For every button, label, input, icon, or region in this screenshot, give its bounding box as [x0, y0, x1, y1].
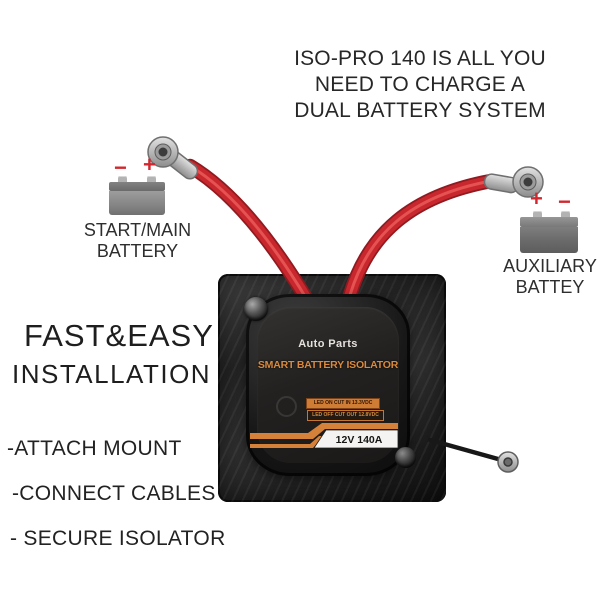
promo-title-line-1: FAST&EASY [24, 318, 214, 353]
isolator-spec-line-2: LED OFF CUT OUT 12.8VDC [307, 410, 384, 421]
left-battery-plus-sign: + [143, 152, 156, 177]
sense-wire [427, 437, 519, 473]
ring-terminal-right-icon [483, 166, 544, 198]
left-battery-label-line-2: BATTERY [96, 241, 179, 261]
rating-band [313, 429, 399, 449]
isolator-brand: Auto Parts [298, 338, 358, 350]
install-step: -ATTACH MOUNT [7, 437, 182, 460]
headline-line-3: DUAL BATTERY SYSTEM [294, 99, 546, 122]
right-battery-terminal [561, 211, 570, 218]
left-battery-label: START/MAIN BATTERY [70, 220, 205, 262]
screw-icon [395, 447, 416, 468]
headline-line-1: ISO-PRO 140 IS ALL YOU [294, 47, 546, 70]
screw-icon [244, 297, 268, 321]
left-battery-lid [109, 182, 165, 191]
right-battery-lid [520, 217, 578, 227]
install-step: - SECURE ISOLATOR [10, 527, 226, 550]
right-battery-plus-sign: + [530, 186, 543, 211]
left-battery-terminal [118, 176, 127, 183]
accent-stripes: 12V 140A [250, 423, 399, 449]
led-indicator-icon [276, 396, 297, 417]
promo-title-line-2: INSTALLATION [12, 359, 212, 389]
red-cable-right [342, 173, 499, 303]
right-battery-label-line-2: BATTEY [515, 277, 585, 297]
rating-text: 12V 140A [336, 434, 383, 446]
isolator-spec-line-1: LED ON CUT IN 13.3VDC [306, 398, 380, 409]
left-battery-body [109, 191, 165, 215]
right-battery-body [520, 227, 578, 253]
red-cable-left [182, 158, 314, 306]
install-step: -CONNECT CABLES [12, 482, 216, 505]
orange-stripe-thick [250, 423, 398, 439]
right-battery-label-line-1: AUXILIARY [503, 256, 597, 276]
right-battery-label: AUXILIARY BATTEY [495, 256, 600, 298]
ring-terminal-left-icon [147, 136, 199, 180]
isolator-product-name: SMART BATTERY ISOLATOR [257, 359, 399, 371]
left-battery-terminal [147, 176, 156, 183]
headline: ISO-PRO 140 IS ALL YOU NEED TO CHARGE A … [270, 46, 570, 124]
left-battery-minus-sign: − [114, 155, 127, 180]
right-battery-minus-sign: − [558, 189, 571, 214]
headline-line-2: NEED TO CHARGE A [314, 73, 526, 96]
left-battery-label-line-1: START/MAIN [83, 220, 192, 240]
isolator-device: Auto Parts SMART BATTERY ISOLATOR LED ON… [246, 294, 410, 476]
right-battery-terminal [533, 211, 542, 218]
orange-stripe-thin [250, 436, 324, 448]
